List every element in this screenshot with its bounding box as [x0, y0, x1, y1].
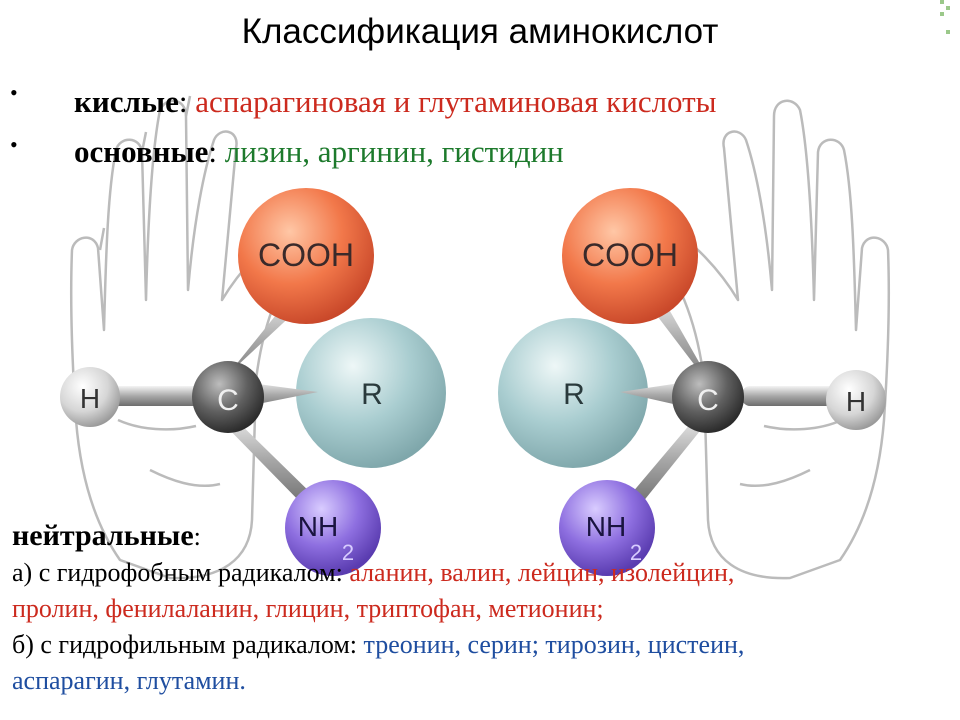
bullet-dot: •: [10, 80, 18, 105]
basic-label: основные: [74, 134, 209, 169]
nh2-ball-right: [559, 480, 655, 576]
nh-subscript-left: 2: [342, 540, 354, 565]
r-label-left: R: [361, 378, 383, 411]
bond-c-nh2-left: [216, 410, 318, 508]
nh2-ball-left: [285, 480, 381, 576]
hydrophobic-prefix: а) с гидрофобным радикалом:: [12, 558, 343, 587]
h-atom-right: [826, 370, 886, 430]
nh-label-right: NH: [586, 511, 626, 542]
bullet-dot: •: [10, 132, 18, 157]
hydrophobic-list-2: пролин, фенилаланин, глицин, триптофан, …: [12, 594, 604, 623]
cooh-label-left: COOH: [258, 237, 354, 273]
c-atom-left: [192, 361, 264, 433]
basic-line: основные: лизин, аргинин, гистидин: [74, 134, 564, 170]
basic-colon: :: [208, 134, 218, 169]
hydrophilic-list-1: треонин, серин; тирозин, цистеин,: [363, 630, 745, 659]
c-label-left: C: [217, 384, 239, 417]
r-ball-right: [498, 318, 648, 468]
cooh-ball-left: [238, 188, 374, 324]
acidic-label: кислые: [74, 84, 179, 119]
bond-h-c-left: [88, 386, 218, 406]
c-atom-right: [672, 361, 744, 433]
slide-title: Классификация аминокислот: [241, 12, 719, 51]
nh-subscript-right: 2: [630, 540, 642, 565]
neutral-section: нейтральные: а) с гидрофобным радикалом:…: [12, 518, 952, 699]
hydrophobic-list-1: аланин, валин, лейцин, изолейцин,: [349, 558, 735, 587]
neutral-colon: :: [193, 522, 201, 551]
acidic-line: кислые: аспарагиновая и глутаминовая кис…: [74, 84, 717, 120]
r-ball-left: [296, 318, 446, 468]
r-label-right: R: [563, 378, 585, 411]
c-label-right: C: [697, 384, 719, 417]
cooh-label-right: COOH: [582, 237, 678, 273]
neutral-heading: нейтральные: [12, 519, 194, 552]
basic-list: лизин, аргинин, гистидин: [224, 134, 564, 169]
hydrophilic-prefix: б) с гидрофильным радикалом:: [12, 630, 358, 659]
acidic-colon: :: [178, 84, 188, 119]
h-label-right: H: [846, 386, 866, 417]
cooh-ball-right: [562, 188, 698, 324]
nh-label-left: NH: [298, 511, 338, 542]
molecule-right: H C COOH R NH 2: [498, 188, 886, 576]
hydrophilic-list-2: аспарагин, глутамин.: [12, 666, 246, 695]
right-hand-outline: [649, 99, 891, 580]
bond-c-nh2-right: [626, 410, 712, 508]
molecule-left: H C COOH R NH 2: [60, 188, 446, 576]
acidic-list: аспарагиновая и глутаминовая кислоты: [195, 84, 717, 119]
corner-decoration: [940, 0, 950, 34]
h-label-left: H: [80, 383, 100, 414]
h-atom-left: [60, 367, 120, 427]
